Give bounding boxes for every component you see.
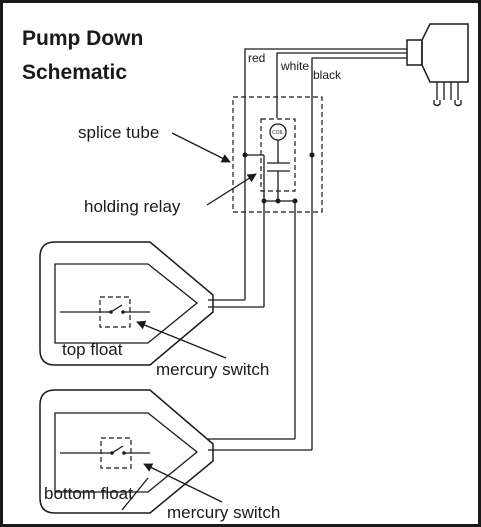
- bottom-float-arrow: [121, 477, 149, 511]
- bottom-float: [39, 389, 312, 514]
- top-mercury-switch-arrow: [136, 320, 227, 359]
- holding-relay-label: holding relay: [84, 197, 181, 216]
- top-float: [39, 241, 264, 366]
- title-line-1: Pump Down: [22, 27, 143, 50]
- wire-label-red: red: [248, 51, 265, 65]
- relay-contacts: [267, 140, 290, 201]
- splice-wiring: [242, 97, 315, 450]
- splice-tube-label: splice tube: [78, 123, 159, 142]
- coil-label: COIL: [272, 130, 284, 136]
- holding-relay-arrow: [206, 173, 257, 206]
- wire-label-black: black: [313, 68, 342, 82]
- bottom-mercury-switch-arrow: [143, 463, 223, 503]
- title-line-2: Schematic: [22, 61, 127, 84]
- bottom-mercury-switch-label: mercury switch: [167, 503, 280, 522]
- wire-label-white: white: [280, 59, 309, 73]
- top-mercury-switch-label: mercury switch: [156, 360, 269, 379]
- relay-coil: COIL: [269, 123, 287, 141]
- splice-tube-box: [232, 96, 323, 213]
- top-float-label: top float: [62, 340, 123, 359]
- power-cord: [244, 48, 407, 118]
- splice-tube-arrow: [171, 132, 231, 163]
- bottom-float-label: bottom float: [44, 484, 133, 503]
- power-plug: [406, 23, 469, 107]
